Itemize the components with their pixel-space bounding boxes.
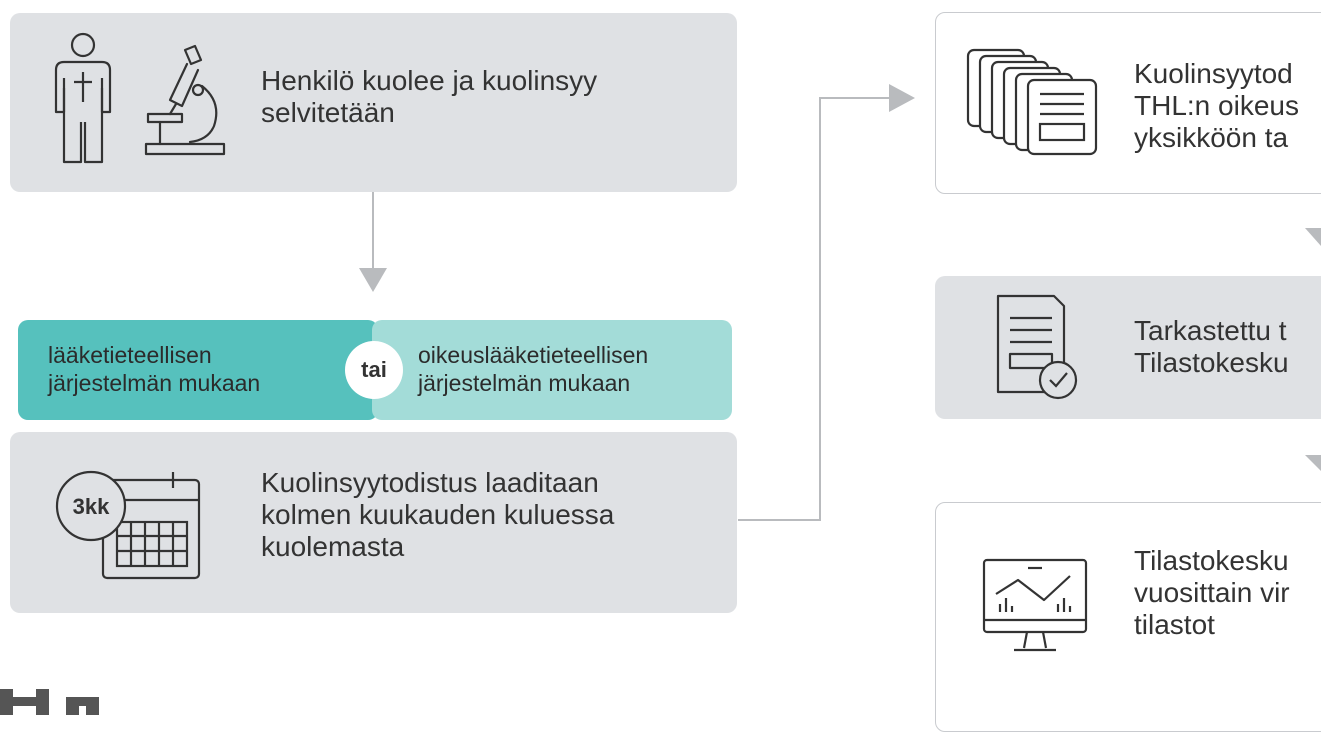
step-thl-text: Kuolinsyytod THL:n oikeus yksikköön ta xyxy=(1134,58,1299,154)
thl-logo xyxy=(0,689,99,715)
forensic-line2: järjestelmän mukaan xyxy=(418,370,631,396)
microscope-icon xyxy=(144,44,226,156)
person-cross-icon xyxy=(54,32,112,164)
certificate-line3: kuolemasta xyxy=(261,531,405,562)
arrow-down-3 xyxy=(1305,455,1321,471)
thl-line1: Kuolinsyytod xyxy=(1134,58,1293,89)
thl-line3: yksikköön ta xyxy=(1134,122,1289,153)
step-statistics-text: Tilastokesku vuosittain vir tilastot xyxy=(1134,545,1290,641)
calendar-3kk-icon: 3kk xyxy=(55,470,201,580)
checked-line1: Tarkastettu t xyxy=(1134,315,1287,346)
forensic-line1: oikeuslääketieteellisen xyxy=(418,342,649,368)
step-death-line2: selvitetään xyxy=(261,97,395,128)
calendar-badge-text: 3kk xyxy=(73,494,110,519)
medical-line2: järjestelmän mukaan xyxy=(48,370,261,396)
medical-system-box xyxy=(18,320,378,420)
medical-line1: lääketieteellisen xyxy=(48,342,212,368)
arrow-right xyxy=(889,84,915,112)
step-death-line1: Henkilö kuolee ja kuolinsyy xyxy=(261,65,598,96)
forensic-system-box xyxy=(372,320,732,420)
statistics-line3: tilastot xyxy=(1134,609,1215,640)
statistics-line1: Tilastokesku xyxy=(1134,545,1289,576)
step-statistics-box xyxy=(935,502,1321,732)
certificate-line2: kolmen kuukauden kuluessa xyxy=(261,499,615,530)
checked-line2: Tilastokesku xyxy=(1134,347,1289,378)
step-checked-text: Tarkastettu t Tilastokesku xyxy=(1134,315,1289,379)
connectors xyxy=(359,84,1321,521)
monitor-chart-icon xyxy=(982,558,1088,652)
documents-stack-icon xyxy=(966,48,1098,156)
step-death-text: Henkilö kuolee ja kuolinsyy selvitetään xyxy=(261,65,597,129)
medical-system-text: lääketieteellisen järjestelmän mukaan xyxy=(48,341,260,397)
step-checked-box xyxy=(935,276,1321,419)
arrow-down-2 xyxy=(1305,228,1321,246)
forensic-system-text: oikeuslääketieteellisen järjestelmän muk… xyxy=(418,341,648,397)
arrow-down-1 xyxy=(359,268,387,292)
document-check-icon xyxy=(996,294,1078,400)
statistics-line2: vuosittain vir xyxy=(1134,577,1290,608)
step-death-box xyxy=(10,13,737,192)
thl-line2: THL:n oikeus xyxy=(1134,90,1299,121)
step-thl-box xyxy=(935,12,1321,194)
certificate-line1: Kuolinsyytodistus laaditaan xyxy=(261,467,599,498)
step-certificate-text: Kuolinsyytodistus laaditaan kolmen kuuka… xyxy=(261,467,614,563)
or-badge: tai xyxy=(345,341,403,399)
